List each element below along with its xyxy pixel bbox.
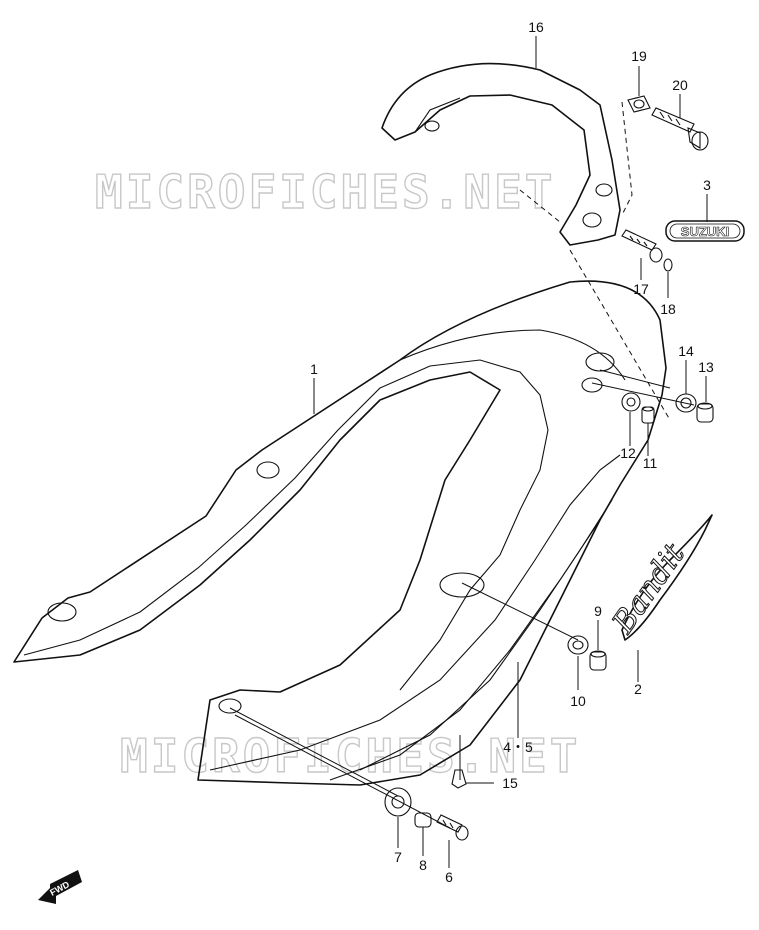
bolt-20 [651,107,709,151]
callout-20: 20 [672,77,688,93]
callout-16: 16 [528,19,544,35]
collar-13 [696,402,714,423]
callout-10: 10 [570,693,586,709]
callout-8: 8 [419,857,427,873]
callout-4-5: 4・5 [503,739,533,755]
callout-12: 12 [620,445,636,461]
clip-15 [451,769,467,789]
suzuki-emblem-text: SUZUKI [681,224,729,239]
callout-2: 2 [634,681,642,697]
suzuki-emblem: SUZUKI [665,220,745,242]
script-emblem-text: Bandit [605,537,692,641]
grommet-10 [567,635,589,655]
bolt-17 [621,229,663,263]
watermark-top: MICROFICHES.NET [95,165,555,219]
callout-18: 18 [660,301,676,317]
callout-7: 7 [394,849,402,865]
callout-11: 11 [643,455,658,471]
washer-19 [627,95,651,113]
collar-9 [589,650,607,671]
collar-11 [641,406,655,424]
callout-3: 3 [703,177,711,193]
collar-8 [414,812,432,828]
script-emblem: Bandit [605,514,713,641]
callout-13: 13 [698,359,714,375]
bolt-6 [436,814,469,841]
clip-18 [663,258,673,272]
callout-labels: 16 19 20 3 17 18 14 13 12 11 1 9 10 2 4・… [310,19,714,885]
grommet-7 [384,787,412,817]
callout-19: 19 [631,48,647,64]
callout-9: 9 [594,603,602,619]
assembly-lines [229,101,695,829]
grommet-12 [621,392,641,412]
callout-17: 17 [633,281,649,297]
callout-15: 15 [502,775,518,791]
fasteners [384,95,714,841]
callout-1: 1 [310,361,318,377]
callout-14: 14 [678,343,694,359]
callout-leaders [313,36,708,868]
grab-rail [381,62,621,246]
fwd-arrow-icon: FWD [38,870,82,904]
seat-tail-cover [13,280,667,786]
callout-6: 6 [445,869,453,885]
